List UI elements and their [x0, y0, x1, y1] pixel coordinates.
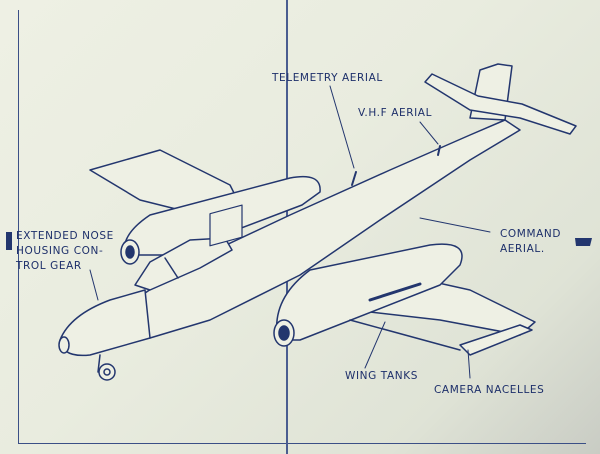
nose-wheel [98, 363, 116, 381]
label-command-aerial-line2: AERIAL. [500, 243, 545, 255]
vhf-aerial [437, 145, 441, 156]
cockpit-canopy [134, 237, 233, 291]
label-extended-nose-line1: EXTENDED NOSE [16, 230, 114, 242]
label-extended-nose-line2: HOUSING CON- [16, 245, 104, 257]
camera-nacelle [459, 324, 533, 356]
label-extended-nose-line3: TROL GEAR [16, 260, 82, 272]
label-wing-tanks: WING TANKS [345, 370, 418, 382]
telemetry-aerial [351, 171, 357, 186]
near-engine-nacelle [275, 243, 463, 341]
extended-nose [59, 289, 151, 357]
label-camera-nacelles: CAMERA NACELLES [434, 384, 545, 396]
fuselage-panel [209, 204, 243, 247]
horizontal-tailplane [424, 73, 577, 135]
label-command-aerial-line1: COMMAND [500, 228, 562, 240]
nose-gear [97, 354, 101, 373]
sheet-border [18, 10, 586, 444]
label-vhf-aerial: V.H.F AERIAL [358, 107, 433, 119]
label-telemetry-aerial: TELEMETRY AERIAL [272, 72, 383, 84]
